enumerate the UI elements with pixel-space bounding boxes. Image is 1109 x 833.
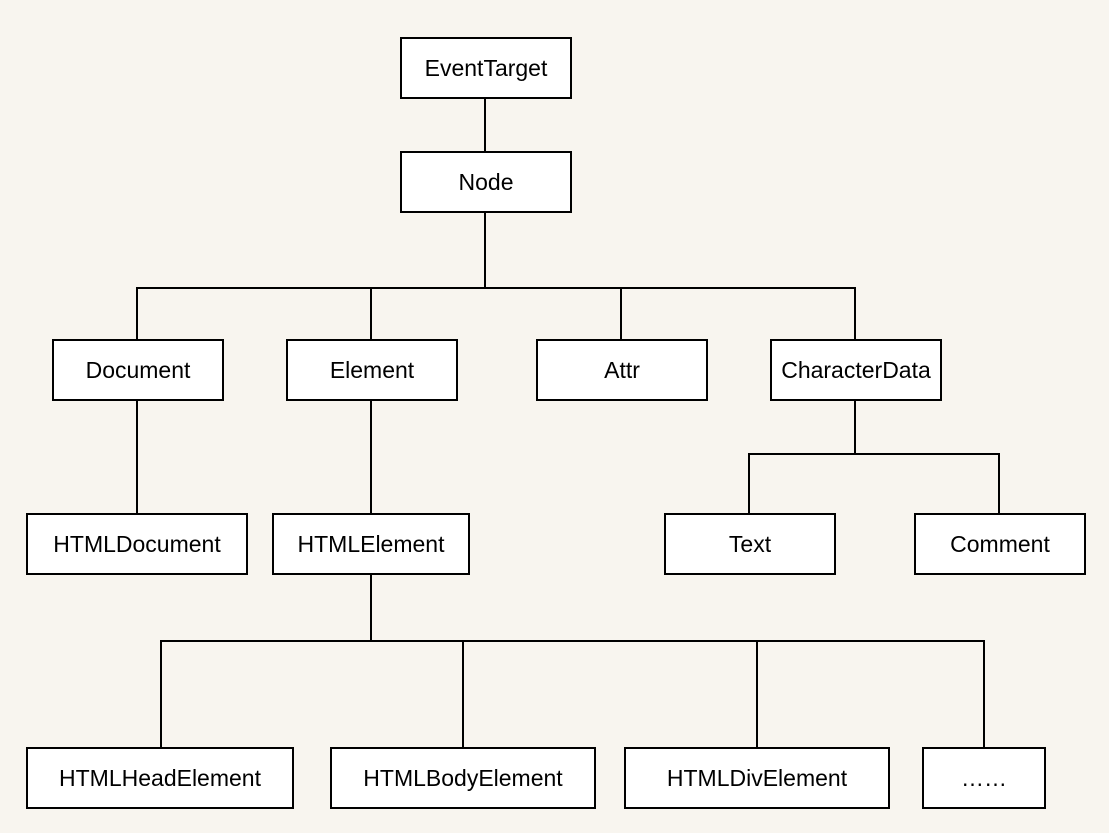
connector-node-stem [484, 211, 486, 289]
node-comment: Comment [914, 513, 1086, 575]
node-htmlheadelement: HTMLHeadElement [26, 747, 294, 809]
node-element: Element [286, 339, 458, 401]
connector-htmlelement-bus [160, 640, 985, 642]
node-characterdata: CharacterData [770, 339, 942, 401]
connector-document-htmldocument [136, 399, 138, 515]
node-eventtarget: EventTarget [400, 37, 572, 99]
connector-characterdata-bus [748, 453, 1000, 455]
connector-node-bus [136, 287, 856, 289]
connector-to-characterdata [854, 287, 856, 341]
connector-eventtarget-node [484, 97, 486, 153]
connector-element-htmlelement [370, 399, 372, 515]
node-attr: Attr [536, 339, 708, 401]
node-document: Document [52, 339, 224, 401]
connector-to-element [370, 287, 372, 341]
node-htmlbodyelement: HTMLBodyElement [330, 747, 596, 809]
node-node: Node [400, 151, 572, 213]
connector-to-more [983, 640, 985, 749]
node-more: …… [922, 747, 1046, 809]
node-htmlelement: HTMLElement [272, 513, 470, 575]
node-text: Text [664, 513, 836, 575]
connector-to-attr [620, 287, 622, 341]
connector-to-comment [998, 453, 1000, 515]
node-htmldivelement: HTMLDivElement [624, 747, 890, 809]
connector-to-htmlbodyelement [462, 640, 464, 749]
connector-characterdata-stem [854, 399, 856, 455]
connector-to-htmldivelement [756, 640, 758, 749]
connector-to-text [748, 453, 750, 515]
node-htmldocument: HTMLDocument [26, 513, 248, 575]
connector-htmlelement-stem [370, 573, 372, 642]
connector-to-htmlheadelement [160, 640, 162, 749]
connector-to-document [136, 287, 138, 341]
